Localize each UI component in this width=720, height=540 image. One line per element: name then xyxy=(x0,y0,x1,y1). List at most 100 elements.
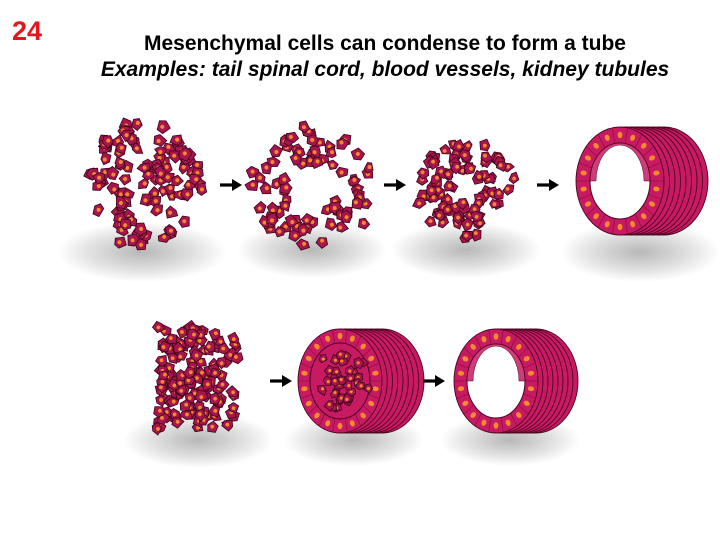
cell-nucleus xyxy=(130,238,135,243)
cell-nucleus xyxy=(162,372,167,377)
tube-nucleus xyxy=(630,221,636,228)
cell-nucleus xyxy=(178,354,183,359)
cell xyxy=(106,165,120,181)
cell-nucleus xyxy=(118,160,123,165)
tube-nucleus xyxy=(305,400,312,407)
cell-nucleus xyxy=(274,182,279,187)
cell xyxy=(115,196,128,210)
cell-nucleus xyxy=(506,164,510,169)
cell-nucleus xyxy=(439,169,444,174)
cell xyxy=(227,331,240,344)
cell xyxy=(244,179,259,192)
tube-nucleus xyxy=(505,419,511,426)
cell-nucleus xyxy=(160,379,165,384)
tube-nucleus xyxy=(301,370,308,376)
cell-nucleus xyxy=(160,416,164,420)
cell-nucleus xyxy=(231,406,236,411)
cell-nucleus xyxy=(161,345,166,349)
cell-nucleus xyxy=(172,383,177,388)
cell xyxy=(351,196,364,210)
cell xyxy=(179,410,193,421)
tube-nucleus xyxy=(314,343,320,350)
cell-nucleus xyxy=(348,369,352,373)
tube-nucleus xyxy=(349,335,355,342)
arrow-head xyxy=(282,375,292,387)
cell-nucleus xyxy=(195,162,200,167)
cell-nucleus xyxy=(155,208,160,213)
cell-nucleus xyxy=(199,395,204,400)
cell xyxy=(259,181,272,195)
cell-nucleus xyxy=(194,353,199,358)
cell-nucleus xyxy=(335,370,339,374)
tube-nucleus xyxy=(516,343,522,350)
cell xyxy=(207,420,219,433)
cell-nucleus xyxy=(345,397,349,402)
cell-nucleus xyxy=(297,150,302,155)
cell-nucleus xyxy=(125,192,130,197)
cell xyxy=(230,352,244,365)
tube-nucleus xyxy=(585,155,592,161)
cell xyxy=(118,174,132,186)
cell xyxy=(340,209,353,224)
cell-nucleus xyxy=(474,214,479,219)
cell xyxy=(114,236,127,249)
tube-segment xyxy=(354,413,362,427)
cell-nucleus xyxy=(171,399,176,404)
cell xyxy=(201,378,212,391)
cell-nucleus xyxy=(199,187,204,192)
arrow-head xyxy=(435,375,445,387)
cell-nucleus xyxy=(168,228,173,233)
cell-nucleus xyxy=(172,412,177,417)
cell-nucleus xyxy=(339,170,344,175)
cell-nucleus xyxy=(180,330,184,334)
cell-nucleus xyxy=(172,153,177,158)
tube-nucleus xyxy=(527,386,535,392)
cell-nucleus xyxy=(490,191,495,196)
cell xyxy=(278,171,292,185)
tube-nucleus xyxy=(301,386,308,392)
cell-nucleus xyxy=(498,163,503,168)
cell-nucleus xyxy=(166,145,171,150)
cell xyxy=(344,372,356,383)
cell-nucleus xyxy=(326,380,330,384)
cell xyxy=(134,222,148,237)
tube-segment xyxy=(368,362,380,369)
cell-nucleus xyxy=(185,192,190,197)
shadow xyxy=(391,222,541,278)
tube-segment xyxy=(586,146,598,157)
slide-title: Mesenchymal cells can condense to form a… xyxy=(144,32,626,55)
cell xyxy=(324,217,338,232)
cell-nucleus xyxy=(339,140,344,145)
tube-segment xyxy=(648,193,662,200)
tube-nucleus xyxy=(649,155,656,161)
cell-nucleus xyxy=(366,387,370,391)
cell xyxy=(159,340,172,353)
cell-nucleus xyxy=(225,422,230,427)
cell-body xyxy=(182,366,195,380)
arrow-icon xyxy=(270,375,292,387)
cell-nucleus xyxy=(197,405,202,410)
cell-nucleus xyxy=(353,200,358,205)
cell xyxy=(194,389,209,403)
cell xyxy=(176,326,187,340)
cell-nucleus xyxy=(231,337,236,342)
cell xyxy=(347,175,362,187)
cell-nucleus xyxy=(188,370,193,375)
cell xyxy=(139,193,152,206)
cell xyxy=(154,146,167,157)
cell-nucleus xyxy=(288,134,293,139)
cell-body xyxy=(317,384,327,397)
cell-nucleus xyxy=(181,165,186,170)
cell xyxy=(254,171,266,184)
tube-segment xyxy=(456,393,469,400)
cell xyxy=(258,214,270,228)
tube-nucleus xyxy=(585,201,592,207)
cell xyxy=(196,182,208,196)
tube-segment xyxy=(318,335,326,349)
tube-nucleus xyxy=(368,355,375,362)
tube-segment xyxy=(634,134,643,149)
cell-body xyxy=(455,197,469,210)
cell xyxy=(458,148,472,163)
cell-nucleus xyxy=(134,146,139,151)
cell-nucleus xyxy=(142,181,147,186)
